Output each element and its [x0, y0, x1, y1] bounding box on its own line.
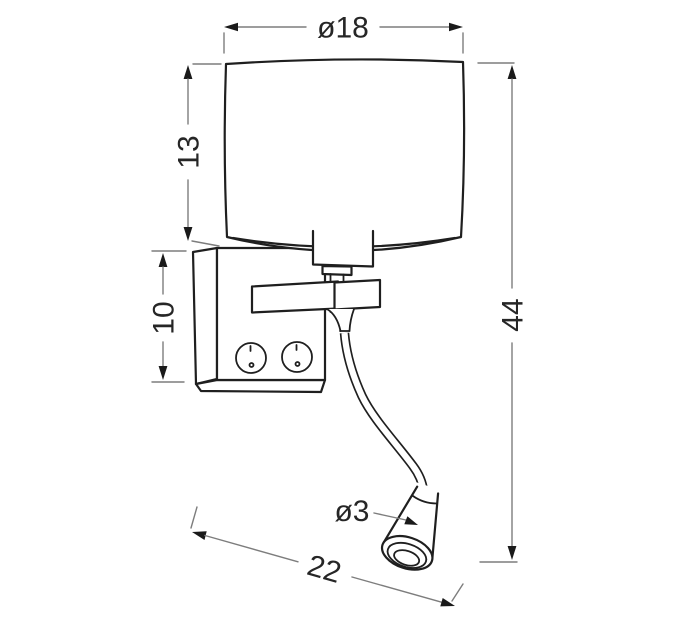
dim-backplate-height-label: 10 [148, 301, 181, 334]
switch-buttons [235, 341, 313, 374]
support-arm [250, 278, 382, 314]
arrowhead-upleft [192, 531, 207, 540]
reader-cone-left-edge [382, 485, 419, 544]
socket-assembly [311, 229, 375, 313]
right-switch-icon [281, 341, 313, 373]
arrowhead-right [449, 22, 463, 32]
left-switch-icon [235, 342, 267, 374]
leader-line [373, 512, 407, 521]
reader-rim-inner [386, 541, 428, 569]
arrowhead-left [224, 22, 238, 32]
dim-line [204, 534, 299, 563]
dim-ext-line [451, 583, 464, 602]
wall-bracket [191, 246, 327, 394]
arrowhead-right [404, 516, 418, 525]
dim-reader-diameter-label: ø3 [334, 495, 369, 528]
dim-total-height: 44 [477, 62, 530, 563]
arrowhead-up [158, 253, 168, 267]
socket-block-fill [313, 231, 373, 267]
arrowhead-downright [440, 598, 455, 607]
dim-shade-height: 13 [173, 63, 222, 247]
reader-cone-right-edge [431, 492, 440, 559]
dim-total-height-label: 44 [497, 298, 530, 331]
gooseneck-connector-right [348, 308, 355, 332]
lamp-shade [223, 58, 466, 253]
arrowhead-up [507, 65, 517, 79]
dim-shade-diameter: ø18 [223, 12, 464, 54]
gooseneck [326, 308, 429, 492]
bracket-front-face [215, 246, 327, 382]
reader-head [380, 481, 442, 571]
reader-lens [393, 549, 421, 567]
dim-backplate-height: 10 [148, 250, 187, 383]
bracket-bottom-face [194, 378, 327, 394]
gooseneck-connector-left [326, 308, 342, 332]
gooseneck-tube-core [341, 332, 427, 492]
dim-shade-diameter-label: ø18 [317, 12, 369, 45]
dim-ext-line [191, 240, 220, 247]
left-switch-off-mark [248, 362, 255, 368]
shade-body [223, 58, 466, 253]
dim-line [351, 576, 443, 603]
bracket-side-face [191, 246, 219, 386]
arrowhead-up [183, 65, 193, 79]
arm-end-block [333, 278, 382, 311]
socket-collar [321, 264, 353, 277]
right-switch-off-mark [294, 361, 301, 367]
arm-bar [250, 280, 340, 314]
dim-shade-height-label: 13 [173, 135, 206, 168]
arrowhead-down [507, 546, 517, 560]
dim-reach-label: 22 [304, 549, 345, 590]
arrowhead-down [183, 227, 193, 241]
reader-cone-joint [411, 494, 438, 505]
dim-ext-line [190, 506, 198, 529]
dim-reader-diameter: ø3 [334, 495, 418, 528]
arrowhead-down [158, 366, 168, 380]
